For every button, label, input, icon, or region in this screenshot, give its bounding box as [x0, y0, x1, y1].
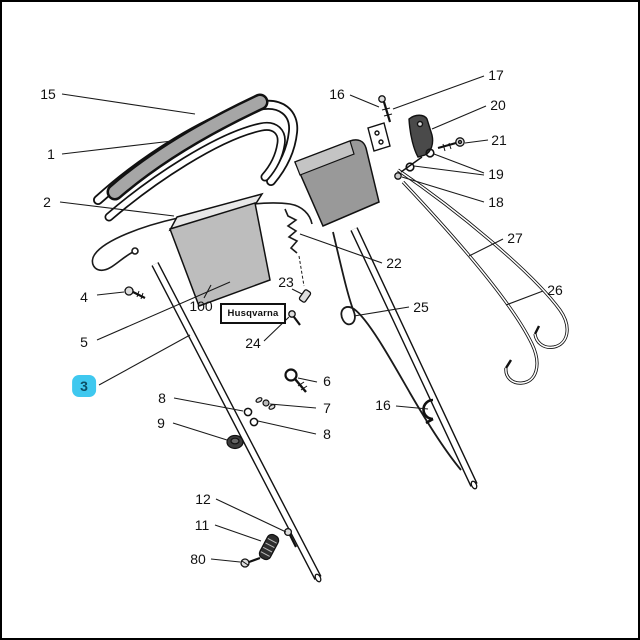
lever-20 [400, 114, 434, 173]
cable-26 [401, 180, 539, 385]
callout-15: 15 [40, 86, 56, 102]
callout-20: 20 [490, 97, 506, 113]
callout-2: 2 [43, 194, 51, 210]
callout-8-right: 8 [323, 426, 331, 442]
nut-18 [394, 172, 402, 180]
mount-bracket [367, 122, 391, 152]
callout-7: 7 [323, 400, 331, 416]
console-housing-right [293, 139, 380, 227]
callout-23: 23 [278, 274, 294, 290]
screw-12 [283, 527, 297, 548]
brand-label: Husqvarna [220, 303, 286, 324]
callout-17: 17 [488, 67, 504, 83]
washers-8 [243, 407, 259, 427]
leader-lines [59, 75, 544, 563]
callout-3: 3 [72, 375, 96, 397]
rings-19 [405, 148, 435, 172]
spring [284, 208, 305, 287]
callout-12: 12 [195, 491, 211, 507]
knob-9 [226, 434, 244, 450]
spacer-23 [298, 289, 312, 303]
callout-18: 18 [488, 194, 504, 210]
callout-6: 6 [323, 373, 331, 389]
callout-5: 5 [80, 334, 88, 350]
cable-25 [332, 231, 462, 471]
callout-22: 22 [386, 255, 402, 271]
lower-handle-tube-left [151, 262, 322, 583]
screw-21 [437, 137, 465, 152]
upper-handle-loop [93, 99, 299, 222]
rack-11 [258, 533, 280, 561]
callout-19: 19 [488, 166, 504, 182]
screw-4 [124, 286, 146, 300]
callout-4: 4 [80, 289, 88, 305]
screw-17 [378, 95, 393, 123]
callout-27: 27 [507, 230, 523, 246]
callout-8-left: 8 [158, 390, 166, 406]
callout-1: 1 [47, 146, 55, 162]
callout-16-top: 16 [329, 86, 345, 102]
harness-wire [91, 202, 313, 272]
cable-27 [397, 168, 569, 349]
console-panel-left [168, 192, 271, 307]
callout-80: 80 [190, 551, 206, 567]
screw-24 [288, 310, 301, 326]
screw-80 [240, 556, 261, 568]
brand-label-text: Husqvarna [227, 308, 279, 319]
callout-11: 11 [194, 517, 210, 533]
callout-24: 24 [245, 335, 261, 351]
lower-handle-tube-right [350, 227, 478, 490]
callout-21: 21 [491, 132, 507, 148]
eyebolt-6 [284, 368, 308, 393]
handle-grip [106, 93, 269, 201]
clamp-16 [422, 398, 434, 425]
wingnut-7 [255, 397, 276, 410]
callout-16-mid: 16 [375, 397, 391, 413]
callout-25: 25 [413, 299, 429, 315]
callout-26: 26 [547, 282, 563, 298]
callout-100: 100 [189, 298, 213, 314]
callout-9: 9 [157, 415, 165, 431]
